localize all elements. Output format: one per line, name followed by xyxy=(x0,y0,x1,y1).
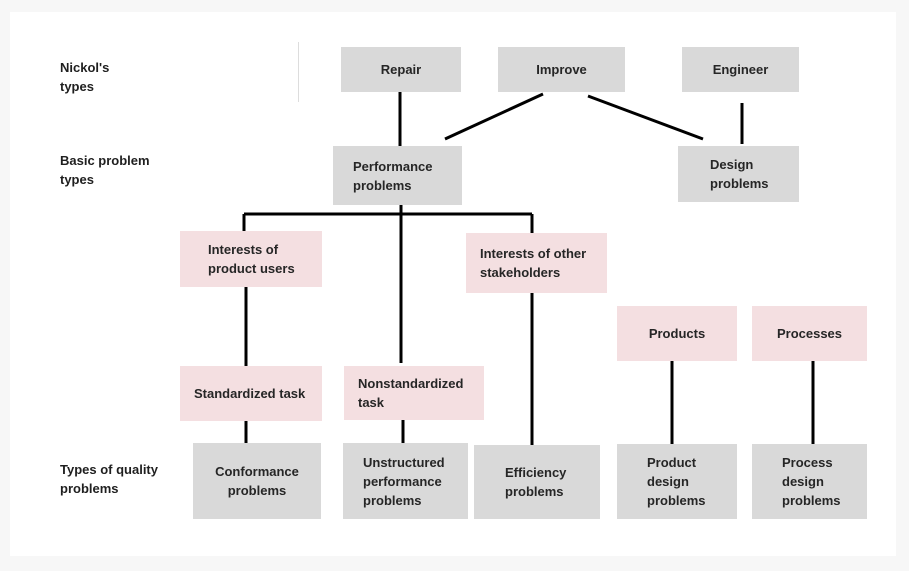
node-nonstandardized-task: Nonstandardized task xyxy=(344,366,484,420)
node-unstructured-performance-problems: Unstructured performance problems xyxy=(343,443,468,519)
node-engineer: Engineer xyxy=(682,47,799,92)
node-design-problems-label: Design problems xyxy=(710,157,769,191)
node-performance-problems: Performance problems xyxy=(333,146,462,205)
node-interests-other-stakeholders-label: Interests of other stakeholders xyxy=(480,246,587,280)
node-unstructured-performance-problems-label: Unstructured performance problems xyxy=(363,454,445,508)
node-standardized-task-label: Standardized task xyxy=(194,386,306,401)
node-processes-label: Processes xyxy=(776,326,843,341)
node-improve-label: Improve xyxy=(536,62,587,77)
node-efficiency-problems-label: Efficiency problems xyxy=(505,465,567,499)
row-label-basic-problem-types: Basic problem types xyxy=(60,153,150,187)
node-products: Products xyxy=(617,306,737,361)
node-performance-problems-label: Performance problems xyxy=(353,158,433,193)
row-label-types-of-quality-problems: Types of quality problems xyxy=(60,462,158,496)
node-design-problems: Design problems xyxy=(678,146,799,202)
node-standardized-task: Standardized task xyxy=(180,366,322,421)
node-products-label: Products xyxy=(648,326,706,341)
link-improve-performance xyxy=(444,92,544,141)
node-repair-label: Repair xyxy=(380,62,422,77)
node-improve: Improve xyxy=(498,47,625,92)
node-interests-product-users-label: Interests of product users xyxy=(208,242,295,276)
node-conformance-problems-label: Conformance problems xyxy=(215,464,299,498)
node-engineer-label: Engineer xyxy=(712,62,769,77)
node-repair: Repair xyxy=(341,47,461,92)
node-interests-other-stakeholders: Interests of other stakeholders xyxy=(466,233,607,293)
node-process-design-problems: Process design problems xyxy=(752,444,867,519)
node-interests-product-users: Interests of product users xyxy=(180,231,322,287)
label-separator xyxy=(298,42,299,102)
node-processes: Processes xyxy=(752,306,867,361)
node-process-design-problems-label: Process design problems xyxy=(782,455,841,508)
node-efficiency-problems: Efficiency problems xyxy=(474,445,600,519)
node-conformance-problems: Conformance problems xyxy=(193,443,321,519)
link-improve-design xyxy=(587,94,704,141)
node-nonstandardized-task-label: Nonstandardized task xyxy=(358,376,464,410)
node-product-design-problems-label: Product design problems xyxy=(647,455,706,508)
node-product-design-problems: Product design problems xyxy=(617,444,737,519)
row-label-nickols-types: Nickol's types xyxy=(60,60,110,94)
